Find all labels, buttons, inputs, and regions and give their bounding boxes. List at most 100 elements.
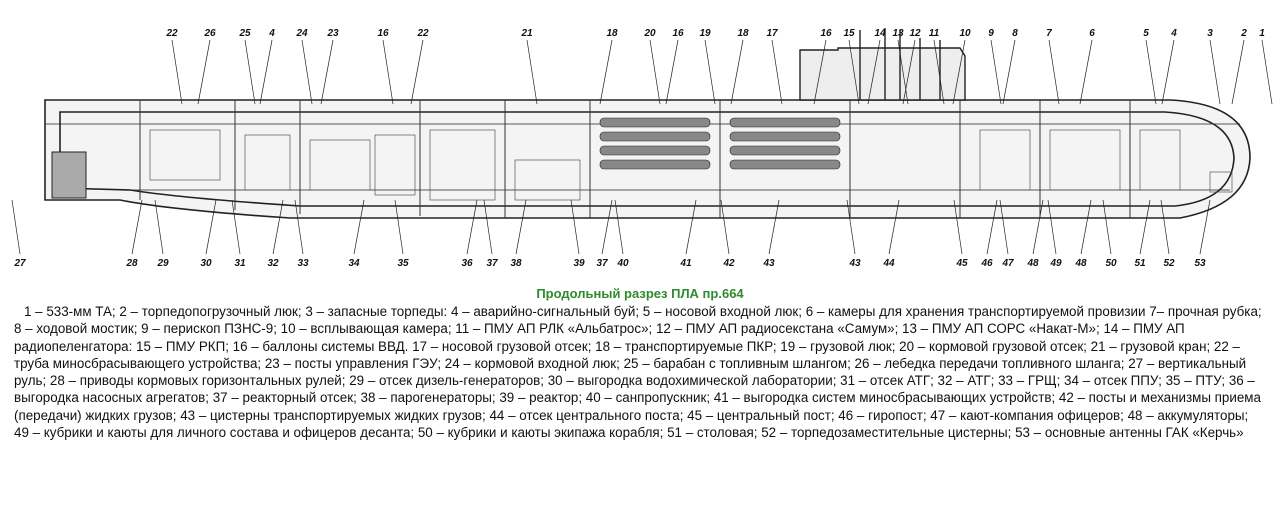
interior-machinery xyxy=(149,129,1233,201)
callout-number-47: 47 xyxy=(1001,258,1014,269)
callout-number-1: 1 xyxy=(1259,28,1265,39)
callout-number-10: 10 xyxy=(959,28,971,39)
callout-leader-line xyxy=(570,199,580,255)
callout-number-37: 37 xyxy=(596,258,608,269)
callout-leader-line xyxy=(999,199,1009,255)
callout-number-15: 15 xyxy=(843,28,855,39)
callout-number-7: 7 xyxy=(1046,28,1052,39)
callout-number-23: 23 xyxy=(326,28,339,39)
callout-leader-line xyxy=(382,39,394,105)
callout-leader-line xyxy=(614,199,624,255)
callout-number-20: 20 xyxy=(643,28,656,39)
callout-number-17: 17 xyxy=(766,28,778,39)
callout-number-18: 18 xyxy=(737,28,749,39)
callout-number-43: 43 xyxy=(762,258,775,269)
callout-leader-line xyxy=(867,39,881,105)
callout-number-6: 6 xyxy=(1089,28,1095,39)
callout-leader-line xyxy=(720,199,730,255)
callout-number-37: 37 xyxy=(486,258,498,269)
callout-leader-line xyxy=(1160,199,1170,255)
callout-leader-line xyxy=(1209,39,1221,105)
callout-leader-line xyxy=(888,199,900,255)
callout-leader-line xyxy=(1145,39,1157,105)
callout-leader-line xyxy=(294,199,304,255)
callout-number-38: 38 xyxy=(510,258,522,269)
callout-leader-line xyxy=(231,199,241,255)
callout-number-2: 2 xyxy=(1240,28,1247,39)
callout-number-40: 40 xyxy=(616,258,629,269)
callout-leader-line xyxy=(768,199,780,255)
bulkheads xyxy=(139,100,1131,218)
callout-number-4: 4 xyxy=(268,28,275,39)
callout-leader-line xyxy=(466,199,478,255)
callout-leader-line xyxy=(1139,199,1151,255)
callout-number-5: 5 xyxy=(1143,28,1149,39)
callout-leader-line xyxy=(1002,39,1016,105)
callout-number-42: 42 xyxy=(722,258,735,269)
callout-number-45: 45 xyxy=(955,258,968,269)
callout-leader-line xyxy=(730,39,744,105)
callout-leader-line xyxy=(1199,199,1211,255)
callout-leader-line xyxy=(953,199,963,255)
callout-leader-line xyxy=(301,39,313,105)
callout-leader-line xyxy=(846,199,856,255)
callout-number-27: 27 xyxy=(13,258,26,269)
callout-leader-line xyxy=(1261,39,1273,105)
callout-leader-line xyxy=(353,199,365,255)
callout-leader-line xyxy=(1231,39,1245,105)
callout-leader-line xyxy=(685,199,697,255)
callout-number-31: 31 xyxy=(234,258,246,269)
callout-leader-line xyxy=(11,199,21,255)
callout-leader-line xyxy=(1080,199,1092,255)
callout-leader-line xyxy=(394,199,404,255)
callout-leader-line xyxy=(154,199,164,255)
callout-leader-line xyxy=(986,199,998,255)
callout-leader-line xyxy=(771,39,783,105)
callout-number-16: 16 xyxy=(672,28,684,39)
callout-number-39: 39 xyxy=(573,258,585,269)
callout-number-8: 8 xyxy=(1012,28,1018,39)
callout-number-18: 18 xyxy=(606,28,618,39)
callout-leader-line xyxy=(952,39,966,105)
callout-number-52: 52 xyxy=(1163,258,1175,269)
callout-number-3: 3 xyxy=(1207,28,1213,39)
callout-number-44: 44 xyxy=(882,258,895,269)
callout-leader-line xyxy=(515,199,527,255)
callout-number-26: 26 xyxy=(203,28,216,39)
callout-number-25: 25 xyxy=(238,28,251,39)
callout-leader-line xyxy=(665,39,679,105)
callout-number-35: 35 xyxy=(397,258,409,269)
callout-number-46: 46 xyxy=(980,258,993,269)
callout-number-29: 29 xyxy=(156,258,169,269)
callout-leader-line xyxy=(259,39,273,105)
callout-number-22: 22 xyxy=(165,28,178,39)
callout-leader-line xyxy=(704,39,716,105)
callout-number-21: 21 xyxy=(520,28,533,39)
callout-leader-line xyxy=(599,39,613,105)
callout-leader-line xyxy=(1079,39,1093,105)
callout-number-16: 16 xyxy=(820,28,832,39)
callout-leader-line xyxy=(320,39,334,105)
diagram-title: Продольный разрез ПЛА пр.664 xyxy=(536,286,744,301)
callout-number-36: 36 xyxy=(461,258,473,269)
callout-leader-line xyxy=(131,199,143,255)
callout-leader-line xyxy=(244,39,256,105)
callout-leader-line xyxy=(902,39,916,105)
callout-number-24: 24 xyxy=(295,28,308,39)
callout-number-43: 43 xyxy=(848,258,861,269)
callout-leader-line xyxy=(848,39,860,105)
callout-leader-line xyxy=(1161,39,1175,105)
callout-leader-line xyxy=(1047,199,1057,255)
callout-leader-line xyxy=(933,39,945,105)
transported-missiles xyxy=(599,117,841,170)
callout-leader-line xyxy=(1102,199,1112,255)
callout-number-49: 49 xyxy=(1049,258,1062,269)
callout-number-19: 19 xyxy=(699,28,711,39)
callout-number-53: 53 xyxy=(1194,258,1206,269)
callout-number-13: 13 xyxy=(892,28,904,39)
callout-number-4: 4 xyxy=(1170,28,1177,39)
callout-leader-line xyxy=(897,39,909,105)
callout-number-51: 51 xyxy=(1134,258,1146,269)
callout-number-34: 34 xyxy=(348,258,360,269)
